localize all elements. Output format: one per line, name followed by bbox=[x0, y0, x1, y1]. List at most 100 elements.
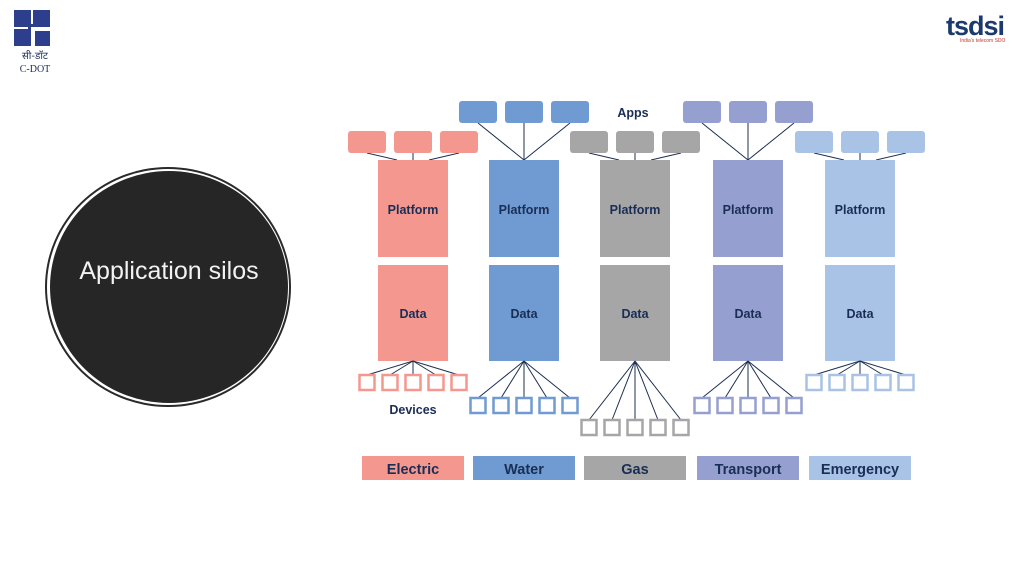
water-app-connector-1 bbox=[477, 122, 525, 161]
water-device-box-4 bbox=[538, 396, 556, 415]
gas-app-connector-3 bbox=[650, 152, 682, 161]
gas-legend-label: Gas bbox=[621, 462, 648, 478]
water-legend-label: Water bbox=[504, 462, 544, 478]
emergency-legend-label: Emergency bbox=[821, 462, 899, 478]
gas-data-block bbox=[600, 265, 670, 361]
gas-device-box-5 bbox=[672, 418, 690, 437]
water-device-connector-5 bbox=[523, 360, 571, 399]
gas-device-box-4 bbox=[649, 418, 667, 437]
gas-device-connector-4 bbox=[634, 360, 659, 421]
transport-device-box-5 bbox=[785, 396, 803, 415]
water-device-connector-2 bbox=[500, 360, 525, 399]
water-device-box-5 bbox=[561, 396, 579, 415]
tsdsi-logo: tsdsi India's telecom SDO bbox=[946, 12, 1018, 48]
transport-device-box-1 bbox=[693, 396, 711, 415]
transport-platform-block bbox=[713, 160, 783, 257]
transport-legend-box bbox=[697, 456, 799, 480]
water-platform-block bbox=[489, 160, 559, 257]
gas-legend-box bbox=[584, 456, 686, 480]
electric-app-connector-1 bbox=[366, 152, 398, 161]
emergency-platform-block bbox=[825, 160, 895, 257]
electric-device-box-5 bbox=[450, 373, 468, 392]
transport-legend-label: Transport bbox=[715, 462, 782, 478]
water-app-box-2 bbox=[505, 101, 543, 123]
electric-legend-box bbox=[362, 456, 464, 480]
transport-device-box-3 bbox=[739, 396, 757, 415]
electric-device-box-2 bbox=[381, 373, 399, 392]
gas-device-connector-5 bbox=[634, 360, 682, 421]
water-device-connector-4 bbox=[523, 360, 548, 399]
emergency-device-box-5 bbox=[897, 373, 915, 392]
tsdsi-tagline: India's telecom SDO bbox=[960, 38, 1006, 44]
transport-data-block bbox=[713, 265, 783, 361]
water-legend-box bbox=[473, 456, 575, 480]
gas-app-box-2 bbox=[616, 131, 654, 153]
electric-platform-label: Platform bbox=[388, 203, 439, 217]
transport-app-box-3 bbox=[775, 101, 813, 123]
emergency-app-box-2 bbox=[841, 131, 879, 153]
cdot-hindi-name: सी-डॉट bbox=[22, 51, 48, 62]
water-device-box-1 bbox=[469, 396, 487, 415]
emergency-legend-box bbox=[809, 456, 911, 480]
transport-device-connector-1 bbox=[701, 360, 749, 399]
electric-data-label: Data bbox=[399, 307, 427, 321]
emergency-device-box-3 bbox=[851, 373, 869, 392]
transport-app-box-1 bbox=[683, 101, 721, 123]
cdot-logo-mark bbox=[14, 10, 50, 46]
emergency-device-box-2 bbox=[828, 373, 846, 392]
emergency-device-box-1 bbox=[805, 373, 823, 392]
electric-app-box-1 bbox=[348, 131, 386, 153]
transport-device-box-2 bbox=[716, 396, 734, 415]
emergency-platform-label: Platform bbox=[835, 203, 886, 217]
electric-device-box-4 bbox=[427, 373, 445, 392]
electric-device-connector-2 bbox=[389, 360, 414, 376]
electric-app-box-3 bbox=[440, 131, 478, 153]
title-circle-ring bbox=[45, 167, 291, 407]
water-data-block bbox=[489, 265, 559, 361]
emergency-app-box-1 bbox=[795, 131, 833, 153]
gas-device-box-3 bbox=[626, 418, 644, 437]
title-circle bbox=[50, 171, 288, 403]
electric-device-box-3 bbox=[404, 373, 422, 392]
water-device-connector-1 bbox=[477, 360, 525, 399]
cdot-name: C-DOT bbox=[19, 64, 51, 75]
water-device-box-3 bbox=[515, 396, 533, 415]
electric-platform-block bbox=[378, 160, 448, 257]
tsdsi-wordmark: tsdsi bbox=[946, 11, 1005, 41]
emergency-data-label: Data bbox=[846, 307, 874, 321]
emergency-data-block bbox=[825, 265, 895, 361]
emergency-device-connector-2 bbox=[836, 360, 861, 376]
gas-app-connector-1 bbox=[588, 152, 620, 161]
transport-device-connector-5 bbox=[747, 360, 795, 399]
electric-app-box-2 bbox=[394, 131, 432, 153]
water-platform-label: Platform bbox=[499, 203, 550, 217]
transport-platform-label: Platform bbox=[723, 203, 774, 217]
water-app-connector-3 bbox=[523, 122, 571, 161]
gas-device-box-2 bbox=[603, 418, 621, 437]
transport-app-connector-3 bbox=[747, 122, 795, 161]
apps-label: Apps bbox=[617, 106, 648, 120]
water-app-box-1 bbox=[459, 101, 497, 123]
emergency-device-connector-5 bbox=[859, 360, 907, 376]
electric-legend-label: Electric bbox=[387, 462, 439, 478]
water-app-box-3 bbox=[551, 101, 589, 123]
electric-data-block bbox=[378, 265, 448, 361]
transport-data-label: Data bbox=[734, 307, 762, 321]
gas-device-box-1 bbox=[580, 418, 598, 437]
emergency-app-box-3 bbox=[887, 131, 925, 153]
gas-data-label: Data bbox=[621, 307, 649, 321]
transport-app-connector-1 bbox=[701, 122, 749, 161]
cdot-logo: सी-डॉट C-DOT bbox=[10, 8, 60, 78]
emergency-device-connector-4 bbox=[859, 360, 884, 376]
emergency-device-connector-1 bbox=[813, 360, 861, 376]
transport-app-box-2 bbox=[729, 101, 767, 123]
electric-device-connector-5 bbox=[412, 360, 460, 376]
gas-app-box-1 bbox=[570, 131, 608, 153]
water-device-box-2 bbox=[492, 396, 510, 415]
gas-platform-block bbox=[600, 160, 670, 257]
transport-device-connector-4 bbox=[747, 360, 772, 399]
emergency-app-connector-1 bbox=[813, 152, 845, 161]
electric-app-connector-3 bbox=[428, 152, 460, 161]
electric-device-connector-4 bbox=[412, 360, 437, 376]
